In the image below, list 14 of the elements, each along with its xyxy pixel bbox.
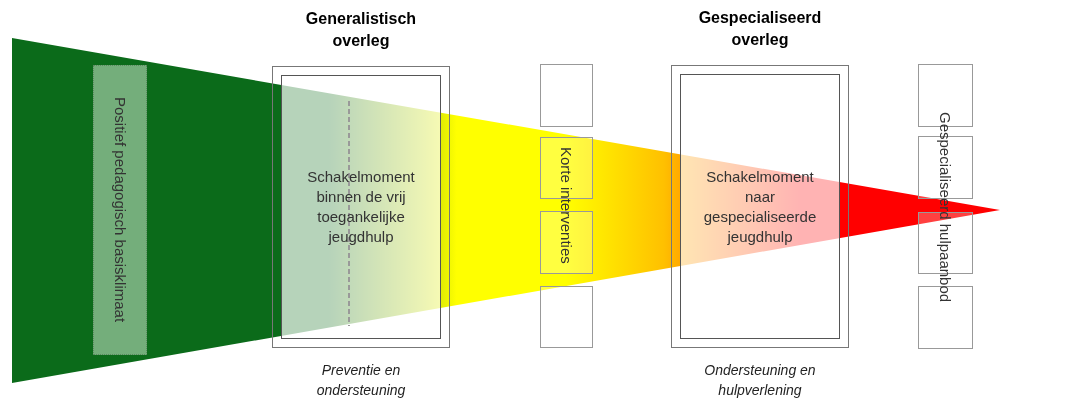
box-text: Schakelmoment binnen de vrij toegankelijke jeugdhulp	[306, 167, 416, 247]
band-text: Positief pedagogisch basisklimaat	[111, 97, 131, 323]
heading: Gespecialiseerd overleg	[697, 8, 823, 50]
node-label: Ondersteuning en hulpverlening	[703, 361, 817, 400]
meeting-box	[272, 66, 450, 348]
empty-box	[540, 64, 593, 127]
meeting-box	[671, 65, 849, 348]
node-label: Preventie en ondersteuning	[315, 361, 407, 400]
empty-box	[540, 286, 593, 348]
vertical-label: Korte interventies	[557, 145, 577, 266]
vertical-label: Gespecialiseerd hulpaanbod	[936, 110, 956, 305]
box-text: Schakelmoment naar gespecialiseerde jeugdhulp	[702, 166, 818, 247]
heading: Generalistisch overleg	[304, 9, 418, 51]
text-band	[93, 65, 147, 355]
